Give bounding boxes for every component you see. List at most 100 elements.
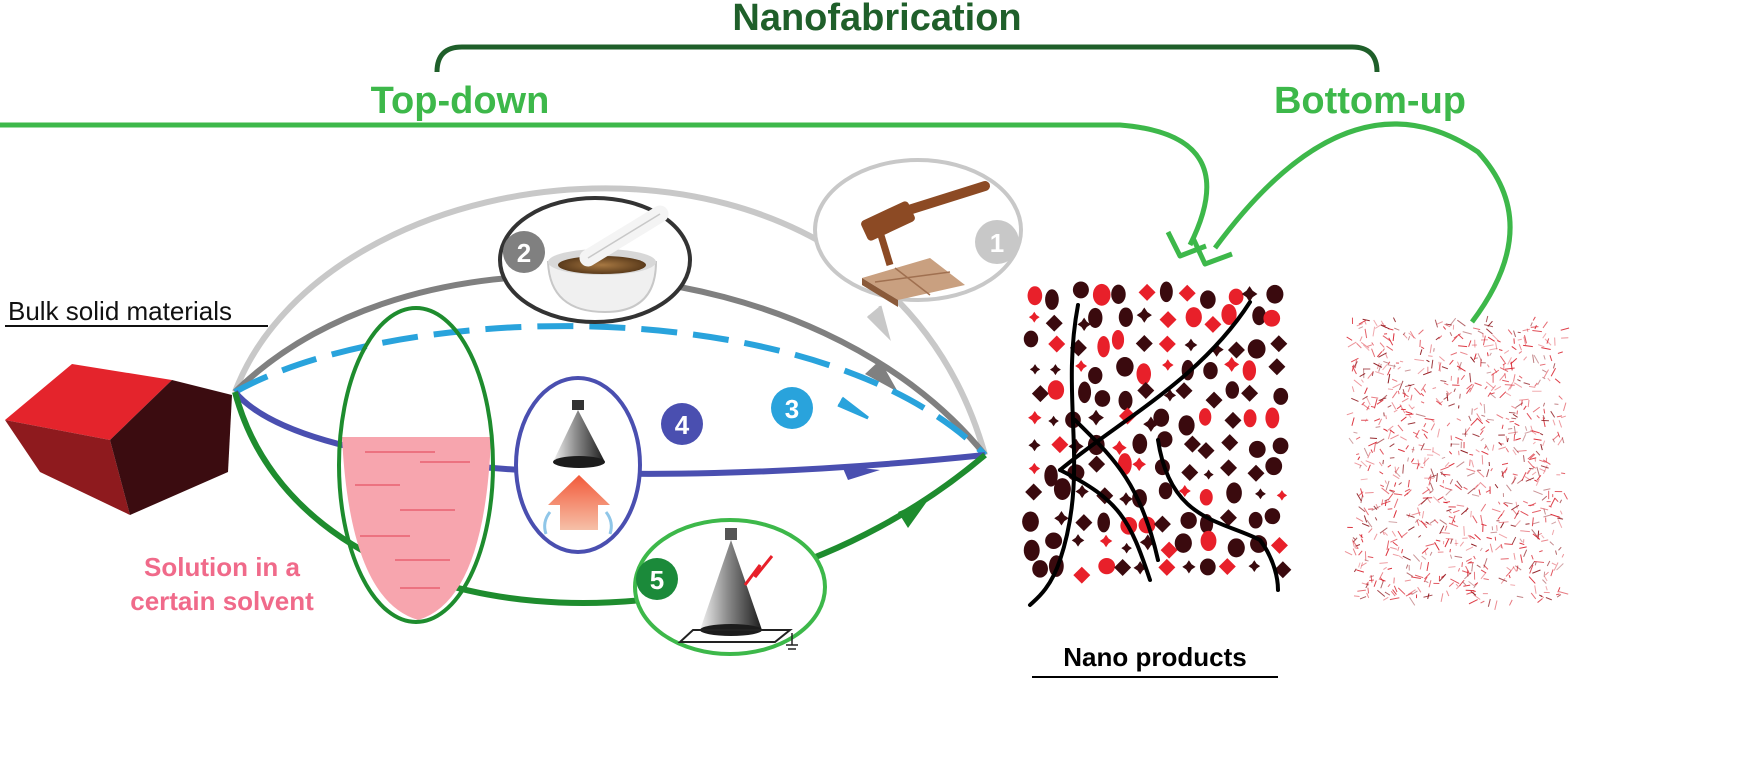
fiber-strand (1534, 560, 1545, 564)
nanoparticle (1227, 538, 1245, 558)
fiber-strand (1539, 459, 1546, 463)
fiber-strand (1420, 346, 1425, 350)
fiber-strand (1477, 330, 1484, 335)
fiber-strand (1422, 457, 1430, 464)
fiber-strand (1383, 566, 1387, 570)
fiber-strand (1374, 517, 1378, 521)
nanoparticle (1158, 482, 1173, 500)
fiber-strand (1379, 578, 1386, 582)
nanoparticle (1071, 534, 1085, 547)
fiber-strand (1360, 460, 1368, 468)
fiber-strand (1359, 336, 1363, 342)
fiber-strand (1542, 417, 1546, 428)
path-method-4 (232, 390, 986, 477)
fiber-strand (1520, 530, 1530, 533)
nanoparticle (1073, 566, 1091, 584)
fiber-strand (1468, 340, 1472, 347)
fiber-strand (1418, 329, 1424, 335)
fiber-strand (1531, 430, 1540, 434)
path-method-4-arrow (842, 466, 880, 480)
fiber-strand (1356, 342, 1362, 349)
fiber-strand (1504, 367, 1515, 370)
fiber-strand (1382, 348, 1385, 352)
fiber-strand (1530, 429, 1537, 435)
electrospray-icon (677, 528, 798, 650)
fiber-strand (1513, 330, 1517, 338)
fiber-strand (1425, 543, 1435, 547)
fiber-strand (1405, 413, 1414, 416)
fiber-strand (1522, 500, 1528, 504)
nanoparticle (1072, 281, 1089, 299)
nanoparticle (1263, 309, 1281, 327)
fiber-strand (1449, 317, 1457, 326)
fiber-strand (1530, 425, 1534, 433)
fiber-strand (1389, 429, 1395, 434)
fiber-strand (1557, 437, 1564, 446)
fiber-strand (1420, 466, 1424, 469)
fiber-strand (1482, 335, 1486, 346)
fiber-strand (1380, 320, 1387, 329)
fiber-strand (1551, 521, 1557, 525)
fiber-strand (1510, 361, 1513, 371)
fiber-strand (1439, 519, 1447, 525)
fiber-strand (1433, 348, 1435, 352)
fiber-strand (1353, 568, 1357, 573)
fiber-strand (1527, 468, 1532, 475)
fiber-strand (1440, 593, 1444, 602)
fiber-strand (1532, 329, 1542, 333)
nanoparticle (1200, 530, 1217, 551)
fiber-strand (1463, 584, 1471, 587)
fiber-strand (1490, 385, 1497, 392)
fiber-strand (1369, 575, 1375, 578)
fiber-strand (1480, 572, 1486, 580)
path-method-1-arrow (866, 305, 891, 342)
fiber-strand (1441, 456, 1446, 459)
fiber-strand (1373, 319, 1378, 327)
fiber-strand (1438, 335, 1443, 340)
fiber-strand (1448, 451, 1453, 455)
fiber-strand (1550, 569, 1554, 577)
fiber-strand (1530, 592, 1537, 600)
fiber-strand (1480, 600, 1485, 604)
fiber-strand (1414, 574, 1424, 579)
nanoparticle (1247, 464, 1265, 482)
nano-products-label: Nano products (1063, 642, 1246, 672)
fiber-strand (1366, 592, 1370, 599)
nanoparticle (1045, 532, 1063, 549)
fiber-strand (1385, 353, 1388, 359)
fiber-strand (1378, 572, 1384, 581)
fiber-strand (1522, 328, 1530, 332)
fiber-strand (1401, 397, 1409, 403)
fiber-strand (1489, 543, 1493, 553)
fiber-strand (1434, 542, 1440, 551)
fiber-strand (1549, 355, 1553, 362)
nanoparticle (1054, 511, 1069, 526)
fiber-strand (1465, 565, 1470, 573)
fiber-strand (1505, 435, 1508, 442)
fiber-strand (1539, 363, 1546, 366)
fiber-strand (1505, 417, 1510, 420)
fiber-strand (1516, 450, 1527, 452)
nanoparticle (1182, 560, 1196, 574)
fiber-strand (1449, 554, 1453, 559)
fiber-strand (1397, 448, 1405, 453)
fiber-strand (1423, 433, 1428, 439)
nanoparticle (1227, 341, 1245, 359)
nanoparticle (1078, 381, 1092, 404)
fiber-strand (1344, 550, 1353, 556)
nanoparticle (1137, 382, 1155, 399)
fiber-strand (1358, 550, 1363, 556)
fiber-strand (1440, 471, 1443, 475)
fiber-strand (1555, 550, 1558, 555)
fiber-strand (1541, 539, 1549, 542)
method-1-badge (975, 220, 1019, 264)
nanoparticle (1247, 339, 1266, 359)
fiber-strand (1367, 344, 1373, 347)
fiber-strand (1377, 589, 1386, 597)
fiber-strand (1402, 332, 1406, 336)
fiber-strand (1487, 364, 1490, 368)
fiber-strand (1373, 580, 1377, 587)
fiber-strand (1498, 442, 1504, 445)
fiber-strand (1420, 401, 1425, 404)
path-method-5-arrow (898, 500, 928, 528)
